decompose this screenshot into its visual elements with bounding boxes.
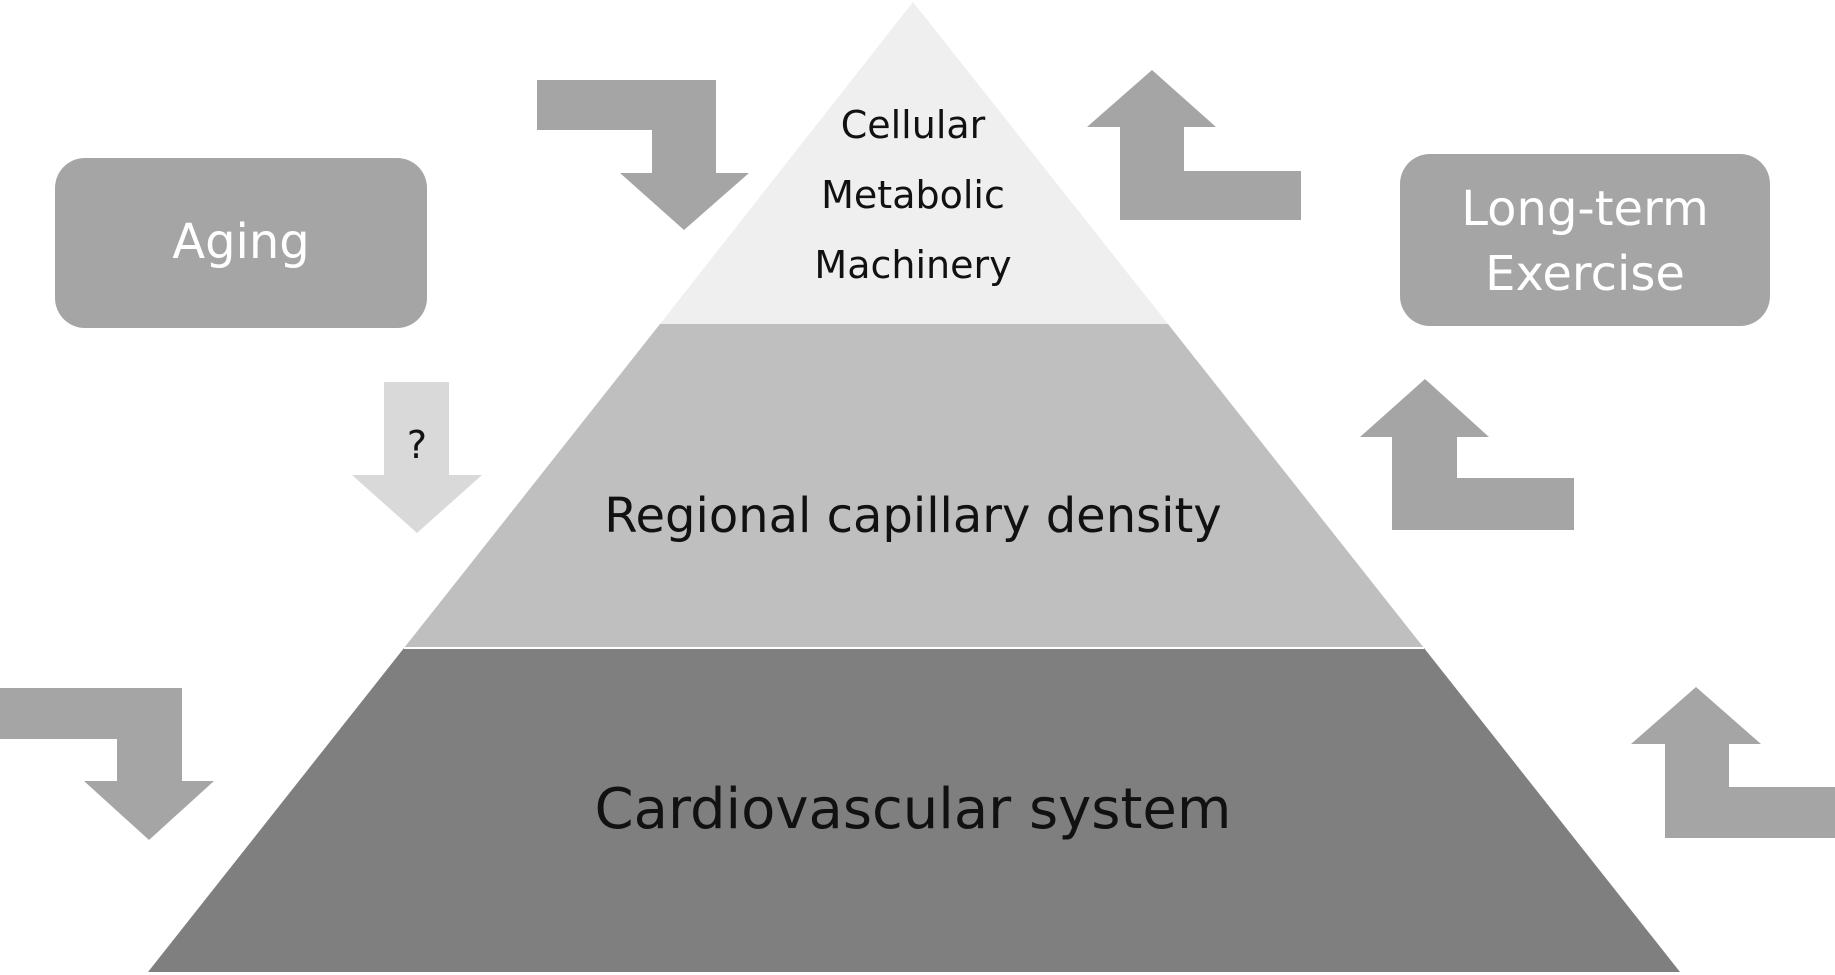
exercise-arrow-bottom	[1631, 687, 1835, 838]
pyramid-top-tier	[660, 2, 1168, 324]
exercise-arrow-middle	[1360, 379, 1574, 530]
uncertain-arrow	[352, 382, 482, 533]
exercise-arrow-top	[1087, 70, 1301, 220]
top-tier-label-line-3: Machinery	[814, 243, 1011, 287]
exercise-box-label-line-2: Exercise	[1485, 246, 1685, 302]
pyramid-bottom-tier	[148, 648, 1680, 972]
aging-box	[55, 158, 427, 328]
top-tier-label-line-1: Cellular	[841, 103, 986, 147]
exercise-box	[1400, 154, 1770, 326]
exercise-box-label-line-1: Long-term	[1461, 181, 1708, 237]
uncertain-arrow-question-mark: ?	[407, 423, 427, 467]
bottom-tier-label: Cardiovascular system	[595, 777, 1232, 842]
aging-arrow-top	[537, 80, 749, 230]
pyramid-middle-tier	[404, 324, 1424, 648]
aging-arrow-bottom	[0, 688, 214, 840]
middle-tier-label: Regional capillary density	[604, 488, 1221, 544]
aging-box-label: Aging	[172, 214, 310, 270]
top-tier-label-line-2: Metabolic	[821, 173, 1005, 217]
